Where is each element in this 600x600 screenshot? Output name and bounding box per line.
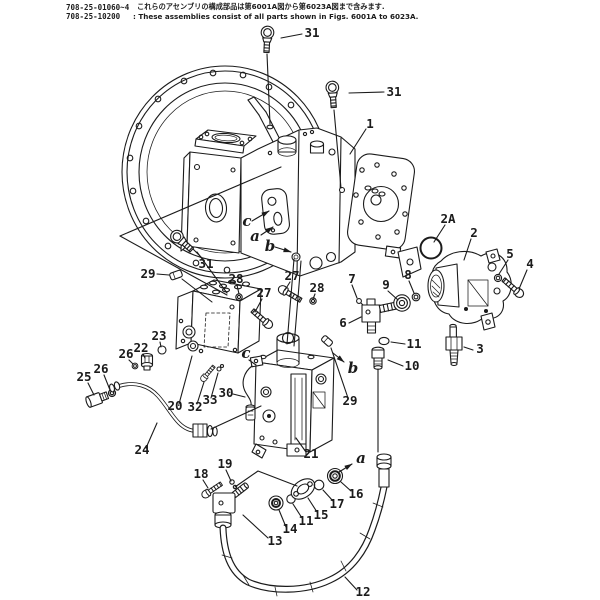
callout-2: 2 (470, 225, 478, 240)
elbow-13 (212, 482, 249, 529)
part-number-1: 708-25-01060~4 (66, 3, 130, 12)
callout-26: 26 (93, 361, 108, 376)
washer-33 (216, 363, 225, 372)
main-pump (180, 96, 422, 278)
o-ring-2a (419, 236, 443, 260)
nut-9 (393, 294, 411, 312)
gear-pump (427, 248, 512, 331)
tube-24-group (85, 345, 218, 438)
end-plate-holes (353, 162, 408, 240)
o-ring-8 (411, 292, 421, 302)
callout-29: 29 (342, 393, 357, 408)
callout-22: 22 (133, 340, 148, 355)
callout-16: 16 (348, 486, 363, 501)
callout-33: 33 (202, 392, 217, 407)
fitting-10 (371, 346, 385, 370)
callout-9: 9 (382, 277, 390, 292)
callout-1: 1 (366, 116, 374, 131)
port-arrows (251, 210, 353, 473)
leader-lines (87, 33, 528, 591)
ring-5 (493, 273, 503, 283)
plug-29-left (169, 269, 183, 281)
callout-17: 17 (329, 496, 344, 511)
eyebolt-31-top (259, 25, 275, 54)
callout-31: 31 (386, 84, 401, 99)
callout-26: 26 (118, 346, 133, 361)
callout-24: 24 (134, 442, 149, 457)
flange-15 (290, 478, 316, 500)
port-plate (261, 188, 290, 235)
callout-c: c (242, 212, 251, 230)
washer-14 (268, 495, 284, 511)
callout-a: a (250, 227, 260, 245)
callout-31: 31 (304, 25, 319, 40)
callout-10: 10 (404, 358, 419, 373)
callout-14: 14 (282, 521, 297, 536)
callout-20: 20 (167, 398, 182, 413)
tube-24-end-fitting (192, 423, 218, 438)
housing-bolt-holes (126, 69, 295, 274)
callout-12: 12 (355, 584, 370, 599)
header: 708-25-01060~4 これらのアセンブリの構成部品は第6001A図から第… (66, 2, 418, 21)
callout-32: 32 (187, 399, 202, 414)
fitting-22 (140, 352, 154, 371)
callout-23: 23 (151, 328, 166, 343)
callout-28: 28 (228, 271, 243, 286)
callout-31: 31 (198, 256, 213, 271)
valve-block-20 (175, 279, 262, 354)
callout-6: 6 (339, 315, 347, 330)
callout-7: 7 (348, 271, 356, 286)
callout-30: 30 (218, 385, 233, 400)
callout-19: 19 (217, 456, 232, 471)
callout-21: 21 (303, 446, 318, 461)
o-ring-23 (157, 345, 167, 355)
wire-30 (242, 355, 264, 421)
callout-4: 4 (526, 256, 534, 271)
eyebolt-31-mid (325, 80, 341, 109)
callout-b: b (265, 237, 276, 255)
callout-8: 8 (404, 267, 412, 282)
callout-11: 11 (406, 336, 421, 351)
screw-7 (356, 298, 362, 304)
callout-27: 27 (256, 285, 271, 300)
callout-28: 28 (309, 280, 324, 295)
callout-11: 11 (298, 513, 313, 528)
callout-b: b (348, 359, 359, 377)
plug-25 (85, 391, 110, 408)
callout-15: 15 (313, 507, 328, 522)
callout-27: 27 (284, 268, 299, 283)
callout-a: a (356, 449, 366, 467)
hose-12 (219, 453, 392, 597)
callout-29: 29 (140, 266, 155, 281)
plug-29-right (321, 335, 333, 347)
callout-c: c (241, 344, 250, 362)
washer-28-left (235, 293, 243, 301)
o-ring-17 (313, 479, 325, 491)
callout-18: 18 (193, 466, 208, 481)
callout-3: 3 (476, 341, 484, 356)
o-ring-11 (378, 336, 390, 346)
header-note-en: : These assemblies consist of all parts … (133, 12, 418, 21)
bolt-32 (198, 363, 217, 384)
callout-5: 5 (506, 246, 514, 261)
callout-13: 13 (267, 533, 282, 548)
tee-fitting-group (356, 292, 421, 370)
callout-2A: 2A (440, 211, 456, 226)
nut-16 (326, 467, 344, 485)
header-note-jp: これらのアセンブリの構成部品は第6001A図から第6023A図まで含みます. (137, 2, 385, 11)
relief-valve-3 (445, 323, 463, 367)
valve-block-21 (251, 331, 335, 459)
hose-right-ferrule (376, 453, 392, 488)
callout-25: 25 (76, 369, 91, 384)
part-number-2: 708-25-10200 (66, 12, 121, 21)
